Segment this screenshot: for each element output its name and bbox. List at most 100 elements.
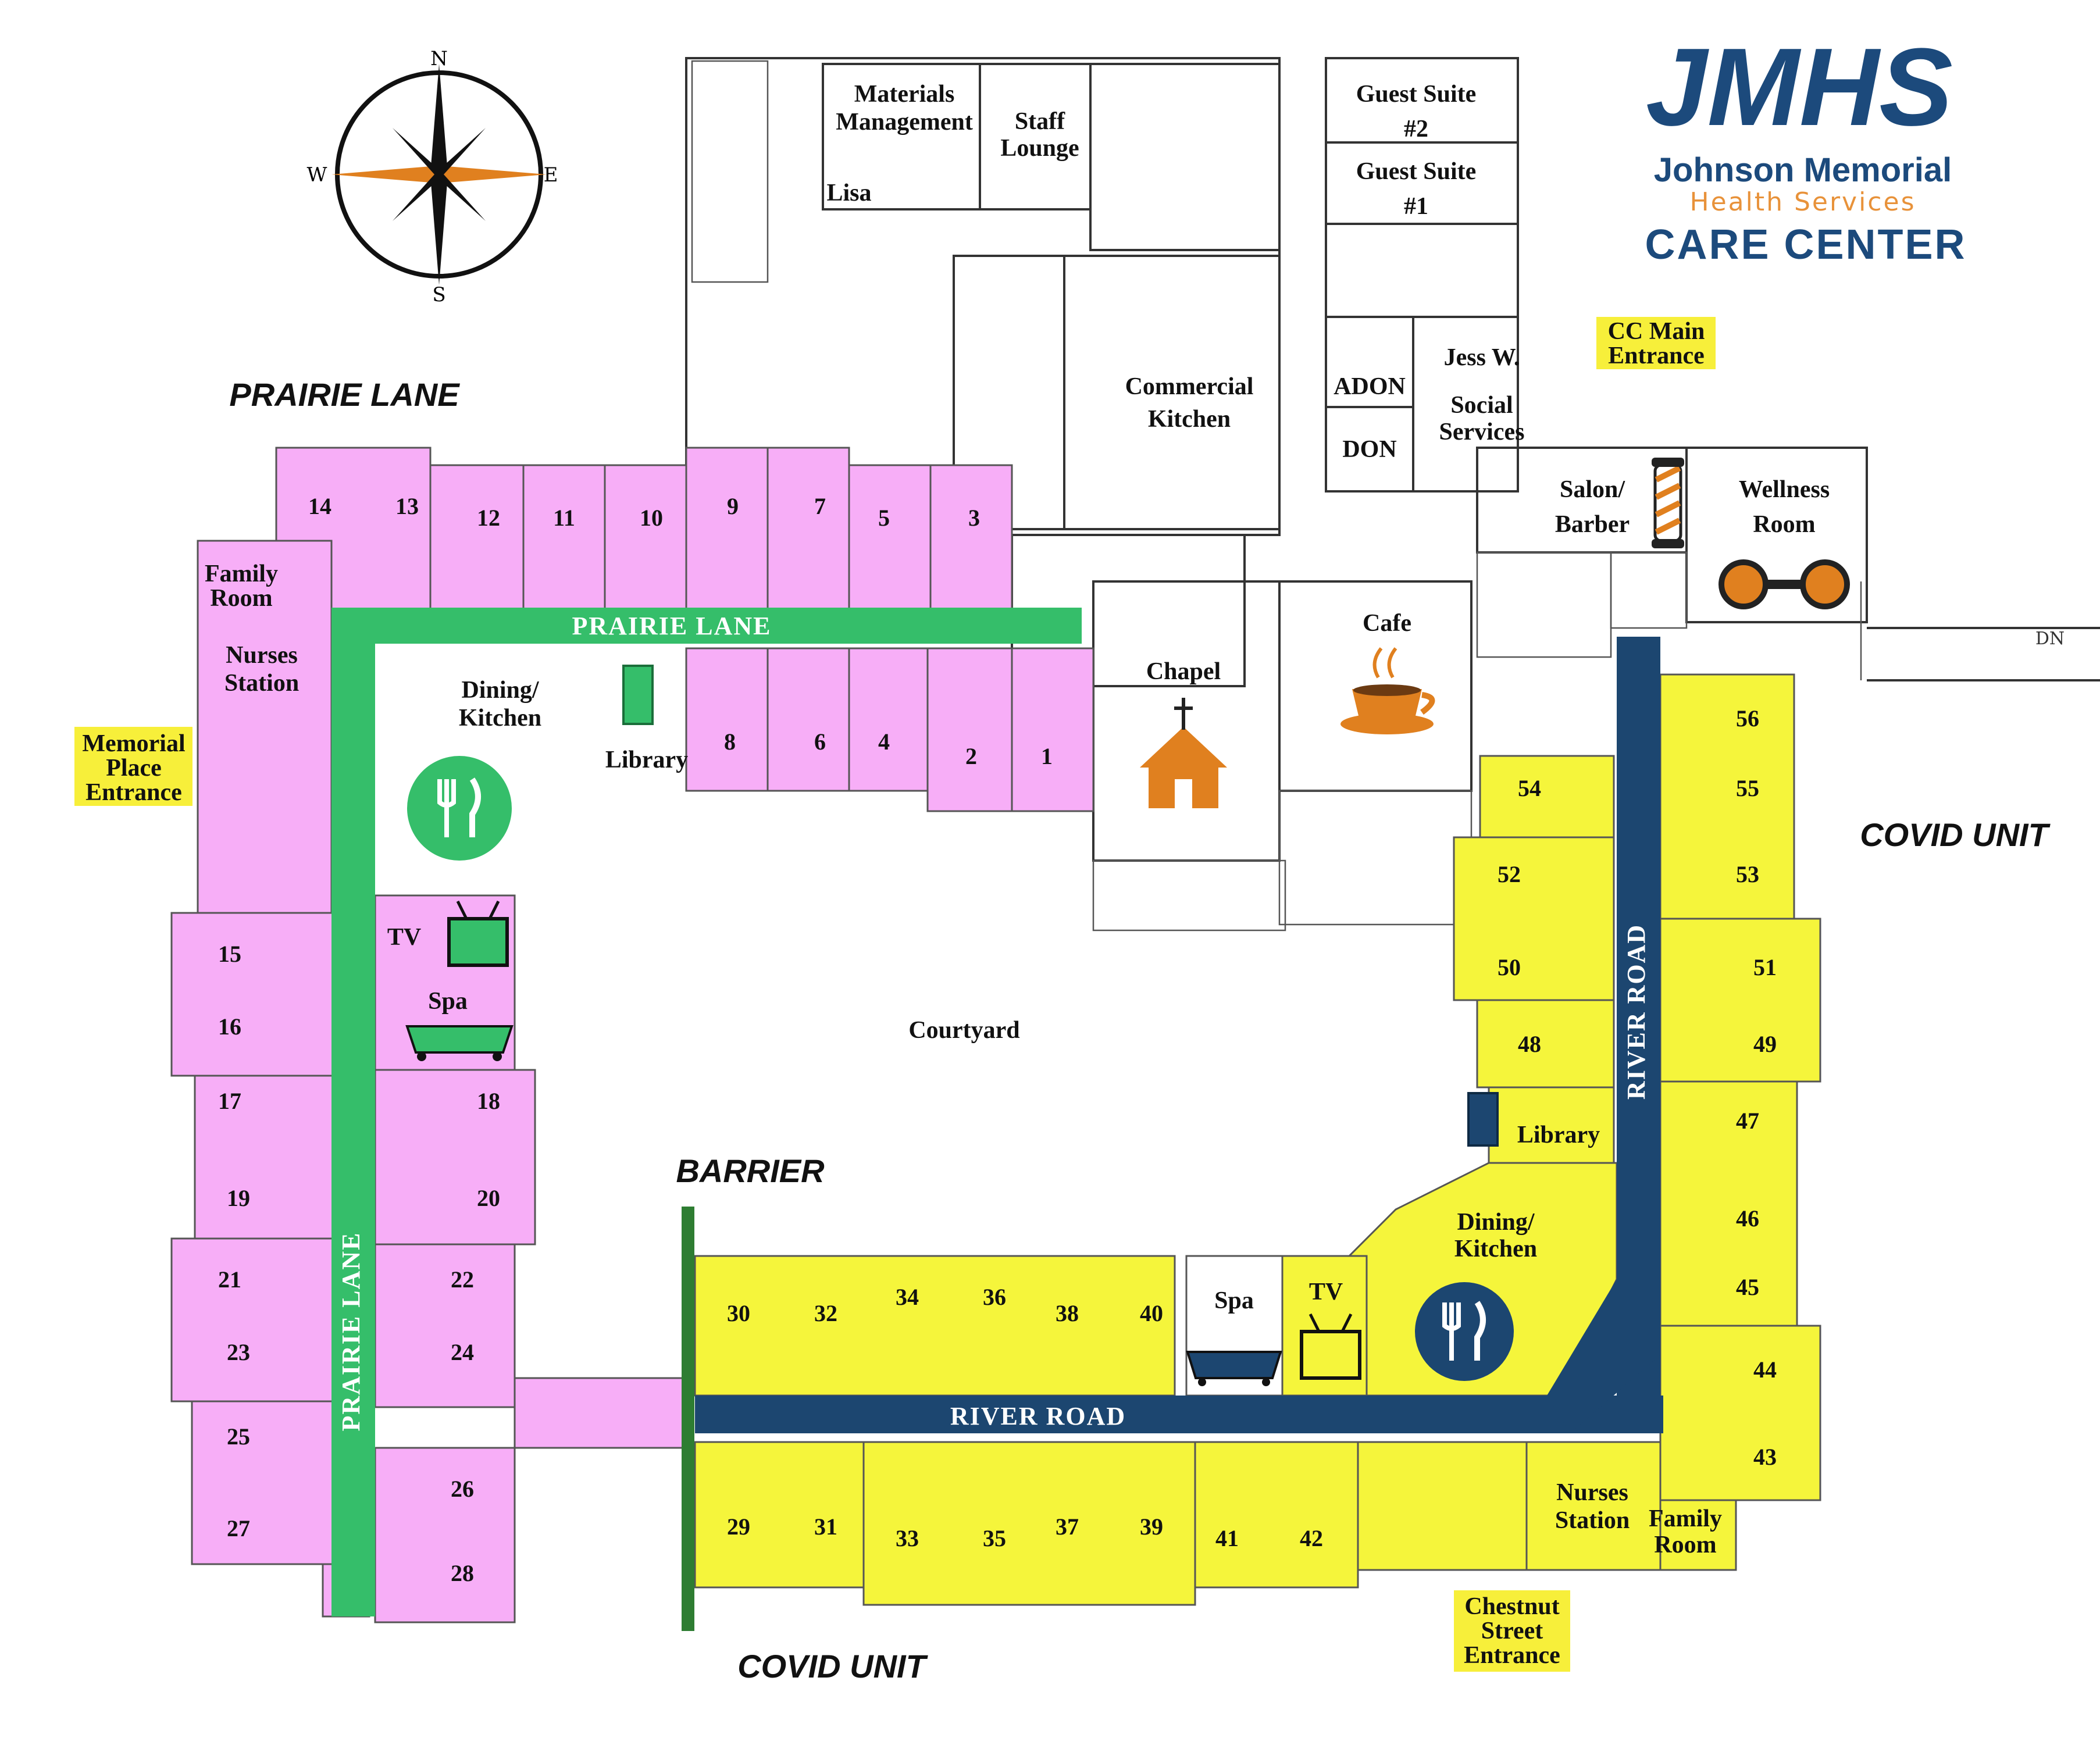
street-river-right: RIVER ROAD bbox=[1622, 924, 1650, 1100]
label-spa-east: Spa bbox=[1214, 1287, 1254, 1314]
room-number: 48 bbox=[1518, 1031, 1541, 1057]
room-number: 47 bbox=[1736, 1108, 1759, 1134]
room-number: 46 bbox=[1736, 1205, 1759, 1232]
room-number: 25 bbox=[227, 1423, 250, 1450]
room-number: 32 bbox=[814, 1300, 837, 1326]
barber-pole-icon bbox=[1652, 458, 1684, 548]
label-chapel: Chapel bbox=[1146, 658, 1221, 685]
room-number: 12 bbox=[477, 505, 500, 531]
room-number: 11 bbox=[553, 505, 575, 531]
room-number: 34 bbox=[896, 1284, 919, 1310]
street-prairie-left: PRAIRIE LANE bbox=[337, 1232, 365, 1431]
svg-text:W: W bbox=[307, 163, 327, 187]
room-number: 17 bbox=[218, 1088, 241, 1114]
room-number: 54 bbox=[1518, 775, 1541, 801]
room-number: 55 bbox=[1736, 775, 1759, 801]
room-number: 39 bbox=[1140, 1514, 1163, 1540]
label-guest-suite-2: Guest Suite#2 bbox=[1356, 81, 1477, 142]
room-number: 27 bbox=[227, 1515, 250, 1541]
label-lisa: Lisa bbox=[826, 180, 871, 206]
tv-icon bbox=[447, 900, 509, 967]
bathtub-icon bbox=[1186, 1351, 1282, 1386]
room-number: 56 bbox=[1736, 705, 1759, 731]
label-library-west: Library bbox=[605, 747, 688, 773]
room-number: 20 bbox=[477, 1185, 500, 1211]
room-number: 51 bbox=[1753, 954, 1777, 980]
label-jess: Jess W. bbox=[1444, 344, 1520, 371]
yellow-room-numbers: 56 55 54 53 52 51 50 49 48 47 46 45 44 4… bbox=[727, 705, 1777, 1551]
room-number: 7 bbox=[814, 493, 826, 519]
room-number: 35 bbox=[983, 1525, 1006, 1551]
street-river-bottom: RIVER ROAD bbox=[950, 1402, 1126, 1430]
room-number: 53 bbox=[1736, 861, 1759, 887]
room-number: 14 bbox=[308, 493, 331, 519]
label-guest-suite-1: Guest Suite#1 bbox=[1356, 158, 1477, 220]
room-number: 52 bbox=[1498, 861, 1521, 887]
room-number: 23 bbox=[227, 1339, 250, 1365]
room-number: 18 bbox=[477, 1088, 500, 1114]
book-icon bbox=[622, 665, 654, 725]
label-don: DON bbox=[1342, 436, 1396, 463]
label-adon: ADON bbox=[1334, 373, 1406, 400]
room-number: 50 bbox=[1498, 954, 1521, 980]
logo-line2: Health Services bbox=[1689, 187, 1916, 217]
chapel-icon bbox=[1140, 698, 1227, 808]
label-salon: Salon/Barber bbox=[1555, 476, 1630, 538]
room-number: 31 bbox=[814, 1514, 837, 1540]
label-courtyard: Courtyard bbox=[908, 1017, 1019, 1044]
room-number: 19 bbox=[227, 1185, 250, 1211]
room-number: 29 bbox=[727, 1514, 750, 1540]
room-number: 45 bbox=[1736, 1274, 1759, 1300]
room-number: 44 bbox=[1753, 1357, 1777, 1383]
room-number: 2 bbox=[965, 743, 977, 769]
svg-text:S: S bbox=[432, 283, 445, 306]
coffee-cup-icon bbox=[1340, 647, 1435, 734]
label-dining-west: Dining/Kitchen bbox=[459, 677, 541, 731]
river-wing bbox=[694, 673, 1821, 1606]
room-number: 37 bbox=[1056, 1514, 1079, 1540]
room-number: 15 bbox=[218, 941, 241, 967]
tv-icon bbox=[1300, 1313, 1361, 1380]
logo-mark: JMHS bbox=[1646, 26, 1953, 149]
region-covid-unit-east: COVID UNIT bbox=[1860, 816, 2051, 853]
bathtub-icon bbox=[405, 1025, 514, 1061]
region-barrier: BARRIER bbox=[676, 1152, 825, 1189]
label-tv-west: TV bbox=[387, 924, 421, 951]
label-dining-east: Dining/Kitchen bbox=[1454, 1209, 1537, 1262]
jmhs-logo: JMHS Johnson Memorial Health Services CA… bbox=[1645, 26, 1964, 268]
region-prairie-lane: PRAIRIE LANE bbox=[229, 376, 460, 413]
room-number: 8 bbox=[724, 729, 736, 755]
room-number: 24 bbox=[451, 1339, 474, 1365]
logo-line1: Johnson Memorial bbox=[1654, 151, 1952, 189]
room-number: 3 bbox=[968, 505, 980, 531]
dumbbell-icon bbox=[1718, 559, 1850, 609]
corridors bbox=[331, 608, 1663, 1631]
street-prairie-top: PRAIRIE LANE bbox=[572, 612, 771, 640]
label-cafe: Cafe bbox=[1363, 610, 1411, 637]
room-number: 30 bbox=[727, 1300, 750, 1326]
room-number: 40 bbox=[1140, 1300, 1163, 1326]
room-number: 1 bbox=[1041, 743, 1053, 769]
room-number: 49 bbox=[1753, 1031, 1777, 1057]
room-number: 36 bbox=[983, 1284, 1006, 1310]
room-number: 9 bbox=[727, 493, 739, 519]
label-tv-east: TV bbox=[1309, 1279, 1343, 1305]
room-number: 28 bbox=[451, 1560, 474, 1586]
room-number: 33 bbox=[896, 1525, 919, 1551]
room-number: 6 bbox=[814, 729, 826, 755]
plate-cutlery-icon bbox=[1415, 1282, 1514, 1381]
room-number: 41 bbox=[1215, 1525, 1239, 1551]
